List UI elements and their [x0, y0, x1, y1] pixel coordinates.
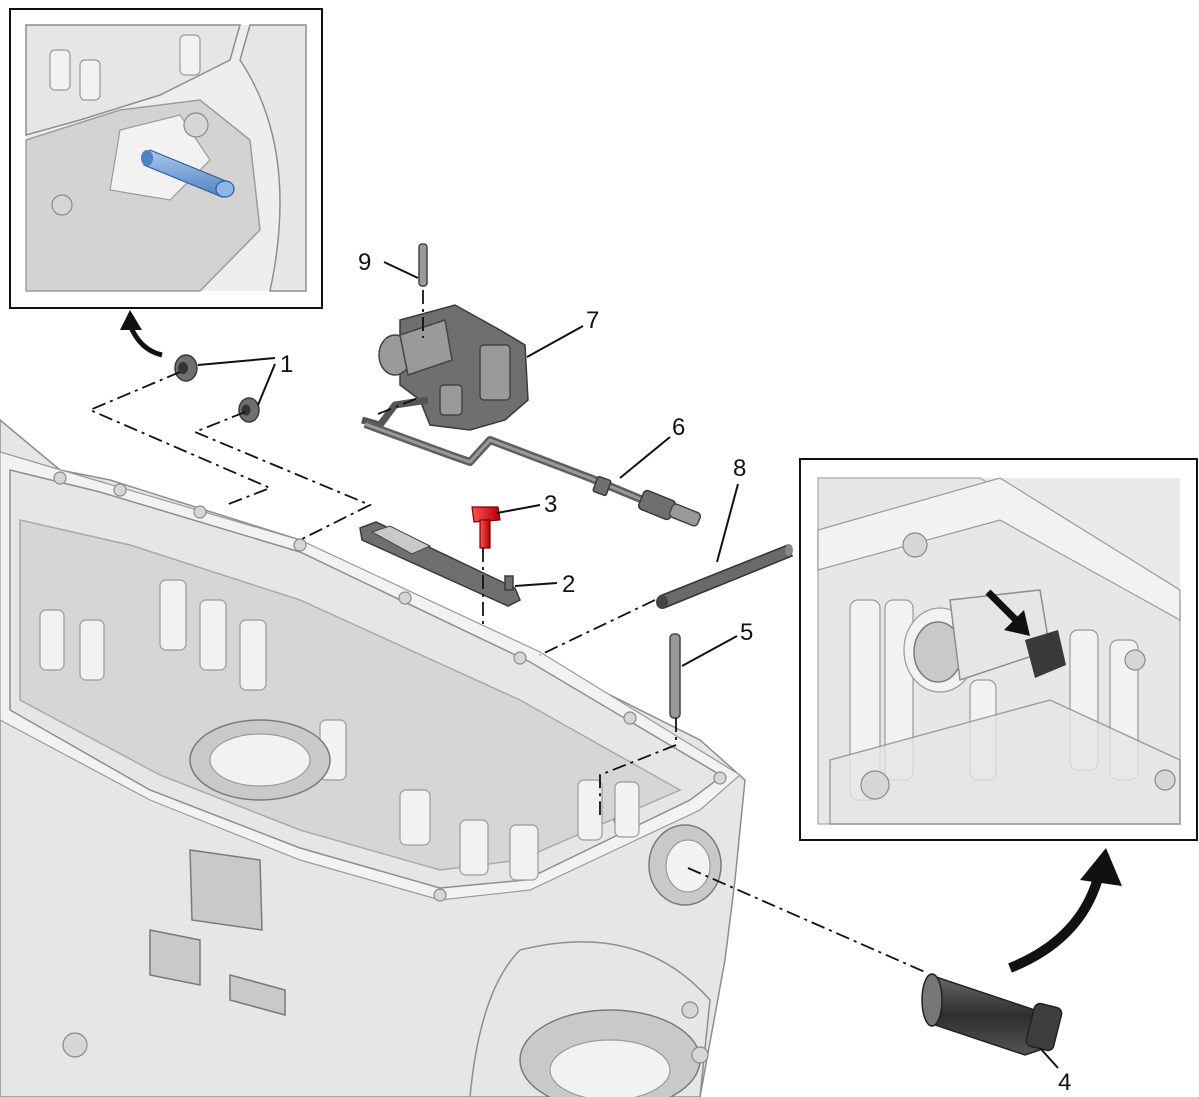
leader-lines	[197, 261, 1059, 1069]
inset-pin-location	[9, 8, 323, 309]
callout-7: 7	[586, 307, 599, 334]
part-6-tube	[361, 396, 702, 527]
arrow-head-icon	[1080, 848, 1122, 886]
callout-9: 9	[358, 249, 371, 276]
curved-arrow-to-right-inset	[1008, 876, 1103, 973]
part-2-bracket	[359, 521, 521, 607]
callout-8: 8	[733, 455, 746, 482]
part-8-shaft	[656, 544, 793, 609]
callout-4: 4	[1058, 1069, 1071, 1096]
pin-highlight-icon	[141, 149, 235, 198]
part-9-pin	[418, 243, 428, 287]
callout-5: 5	[740, 619, 753, 646]
callout-6: 6	[672, 414, 685, 441]
part-1-plug	[174, 354, 260, 423]
part-5-pin	[669, 633, 681, 719]
arrow-head-icon	[120, 310, 142, 330]
inset-sleeve-location	[799, 458, 1198, 841]
part-3-bolt	[471, 506, 501, 549]
callout-2: 2	[562, 571, 575, 598]
transmission-case	[0, 419, 746, 1097]
direction-arrow-icon	[985, 589, 1030, 636]
callout-1: 1	[280, 351, 293, 378]
part-4-sleeve	[921, 973, 1063, 1056]
case-bosses	[39, 579, 640, 1016]
assembly-lines	[87, 290, 926, 973]
part-7-valve-body	[378, 304, 529, 431]
callout-3: 3	[544, 491, 557, 518]
callout-labels: 9 7 1 6 8 3 2 5 4	[280, 249, 1071, 1096]
